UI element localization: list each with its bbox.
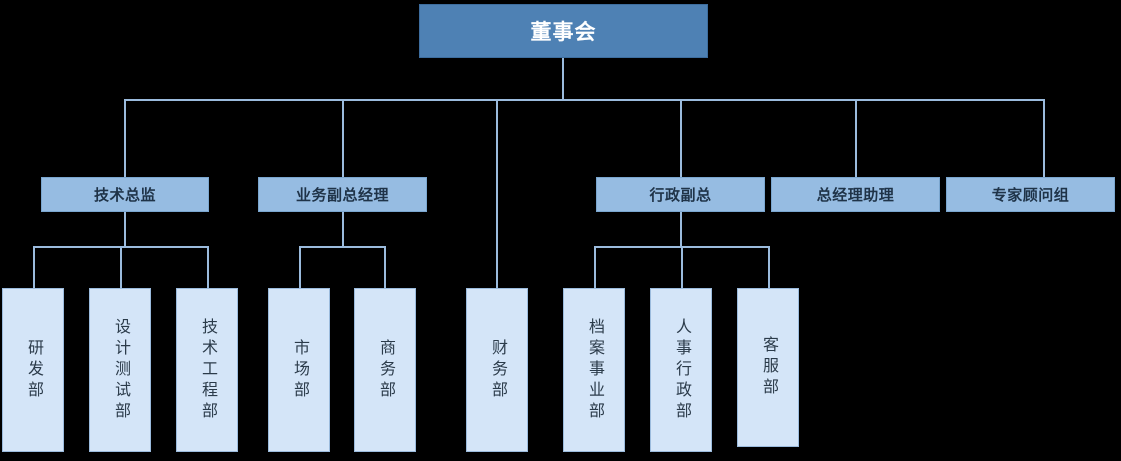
- node-label: 设计测试部: [112, 317, 129, 423]
- node-admin-vp[interactable]: 行政副总: [596, 177, 765, 212]
- connector-to-design-test-dept: [120, 246, 122, 289]
- node-label: 业务副总经理: [295, 187, 389, 204]
- node-marketing-dept[interactable]: 市场部: [268, 288, 330, 452]
- connector-to-service-dept: [768, 246, 770, 289]
- connector-main-bus: [124, 99, 1044, 101]
- node-service-dept[interactable]: 客服部: [737, 288, 799, 447]
- node-label: 董事会: [530, 21, 597, 44]
- node-commerce-dept[interactable]: 商务部: [354, 288, 416, 452]
- connector-bus-to-gm-assistant: [855, 99, 857, 177]
- node-rd-dept[interactable]: 研发部: [2, 288, 64, 452]
- node-board-of-directors[interactable]: 董事会: [419, 4, 708, 58]
- node-tech-eng-dept[interactable]: 技术工程部: [176, 288, 238, 452]
- node-label: 研发部: [25, 338, 42, 402]
- node-label: 技术工程部: [199, 317, 216, 423]
- node-label: 人事行政部: [673, 317, 690, 423]
- node-label: 财务部: [489, 338, 506, 402]
- connector-bus-to-finance-dept: [496, 99, 498, 289]
- node-business-vp[interactable]: 业务副总经理: [258, 177, 427, 212]
- node-label: 客服部: [760, 336, 777, 399]
- connector-bus-to-admin-vp: [680, 99, 682, 177]
- connector-admin-vp-stem: [680, 212, 682, 247]
- connector-to-tech-eng-dept: [207, 246, 209, 289]
- node-label: 总经理助理: [816, 187, 895, 204]
- connector-to-marketing-dept: [299, 246, 301, 289]
- connector-to-rd-dept: [33, 246, 35, 289]
- connector-bus-to-business-vp: [342, 99, 344, 177]
- connector-to-archive-dept: [594, 246, 596, 289]
- connector-business-vp-stem: [342, 212, 344, 247]
- node-label: 专家顾问组: [991, 187, 1070, 204]
- node-archive-dept[interactable]: 档案事业部: [563, 288, 625, 452]
- connector-to-commerce-dept: [384, 246, 386, 289]
- node-label: 市场部: [291, 338, 308, 402]
- node-label: 行政副总: [649, 187, 712, 204]
- node-finance-dept[interactable]: 财务部: [466, 288, 528, 452]
- connector-bus-to-expert-group: [1043, 99, 1045, 177]
- node-design-test-dept[interactable]: 设计测试部: [89, 288, 151, 452]
- node-gm-assistant[interactable]: 总经理助理: [771, 177, 940, 212]
- node-tech-director[interactable]: 技术总监: [41, 177, 209, 212]
- connector-to-hr-admin-dept: [681, 246, 683, 289]
- connector-business-vp-bus: [299, 246, 386, 248]
- connector-root-drop: [562, 58, 564, 100]
- node-label: 档案事业部: [586, 317, 603, 423]
- node-hr-admin-dept[interactable]: 人事行政部: [650, 288, 712, 452]
- connector-bus-to-tech-director: [124, 99, 126, 177]
- node-label: 技术总监: [93, 187, 156, 204]
- connector-tech-director-stem: [124, 212, 126, 247]
- node-expert-group[interactable]: 专家顾问组: [946, 177, 1115, 212]
- node-label: 商务部: [377, 338, 394, 402]
